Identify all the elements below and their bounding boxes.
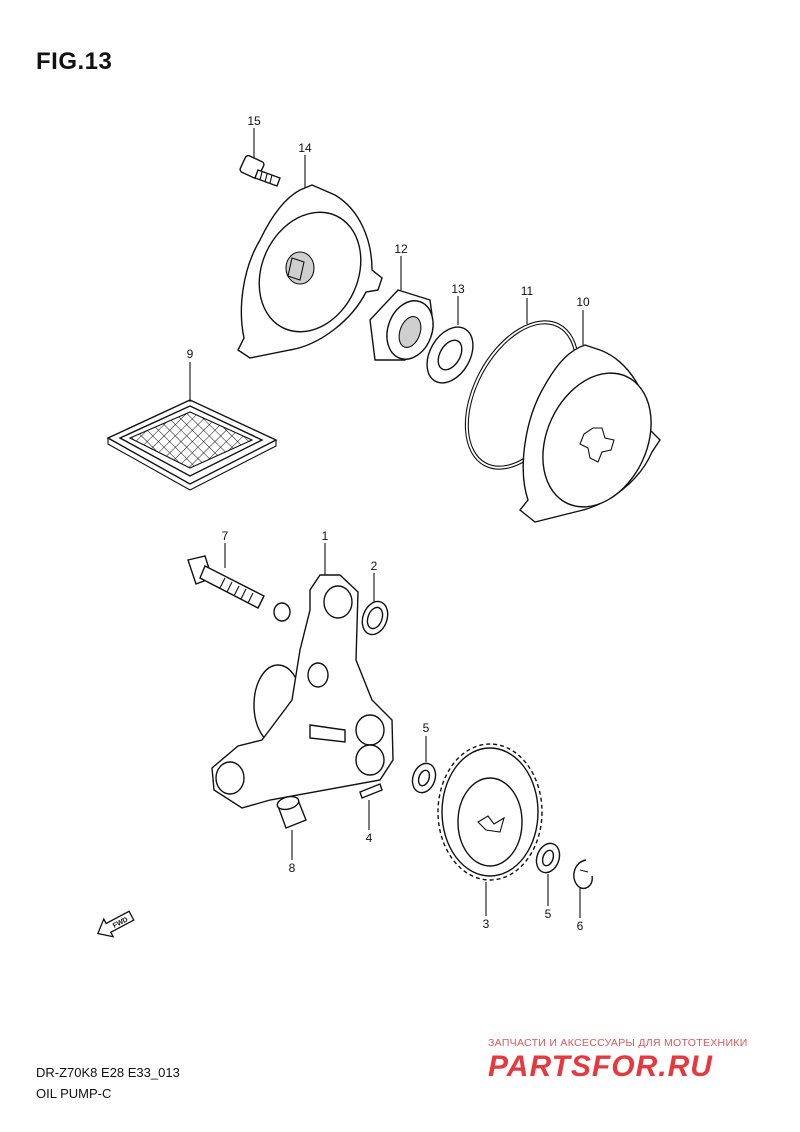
dowel-pin-part[interactable] <box>276 794 307 829</box>
label-7: 7 <box>222 529 229 543</box>
washer-upper-part[interactable] <box>409 760 440 796</box>
washer-part[interactable] <box>418 319 483 391</box>
figure-title: FIG.13 <box>36 48 113 75</box>
leader-lines <box>189 128 584 918</box>
pin-part[interactable] <box>359 783 383 799</box>
fwd-arrow-icon: FWD <box>96 910 135 938</box>
label-1: 1 <box>322 529 329 543</box>
label-13: 13 <box>451 282 465 296</box>
screw-part[interactable] <box>239 154 281 187</box>
spring-part[interactable] <box>369 289 441 366</box>
label-8: 8 <box>289 861 296 875</box>
diagram-name: OIL PUMP-C <box>36 1086 112 1101</box>
watermark-tagline: ЗАПЧАСТИ И АКСЕССУАРЫ ДЛЯ МОТОТЕХНИКИ <box>488 1037 748 1049</box>
label-3: 3 <box>483 917 490 931</box>
label-4: 4 <box>366 831 373 845</box>
label-2: 2 <box>371 559 378 573</box>
e-ring-part[interactable] <box>573 859 593 890</box>
label-12: 12 <box>394 242 408 256</box>
oil-filter-cap-part[interactable] <box>519 344 672 525</box>
label-9: 9 <box>187 347 194 361</box>
o-ring-small-part[interactable] <box>358 598 392 638</box>
label-14: 14 <box>298 141 312 155</box>
label-6: 6 <box>577 919 584 933</box>
label-11: 11 <box>521 284 534 298</box>
part-number-labels: 15 14 12 13 11 10 9 7 1 2 5 4 8 3 5 6 <box>187 114 590 933</box>
oil-pump-gear-part[interactable] <box>437 743 543 881</box>
cover-part[interactable] <box>237 184 383 359</box>
oil-pump-body-part[interactable] <box>211 574 394 809</box>
washer-lower-part[interactable] <box>533 840 564 876</box>
label-5-lower: 5 <box>545 907 552 921</box>
model-code: DR-Z70K8 E28 E33_013 <box>36 1065 180 1080</box>
bolt-part[interactable] <box>187 555 265 609</box>
label-5-upper: 5 <box>423 721 430 735</box>
watermark-logo: PARTSFOR.RU <box>488 1050 713 1083</box>
label-10: 10 <box>576 295 590 309</box>
label-15: 15 <box>247 114 261 128</box>
oil-filter-part[interactable] <box>106 399 278 491</box>
